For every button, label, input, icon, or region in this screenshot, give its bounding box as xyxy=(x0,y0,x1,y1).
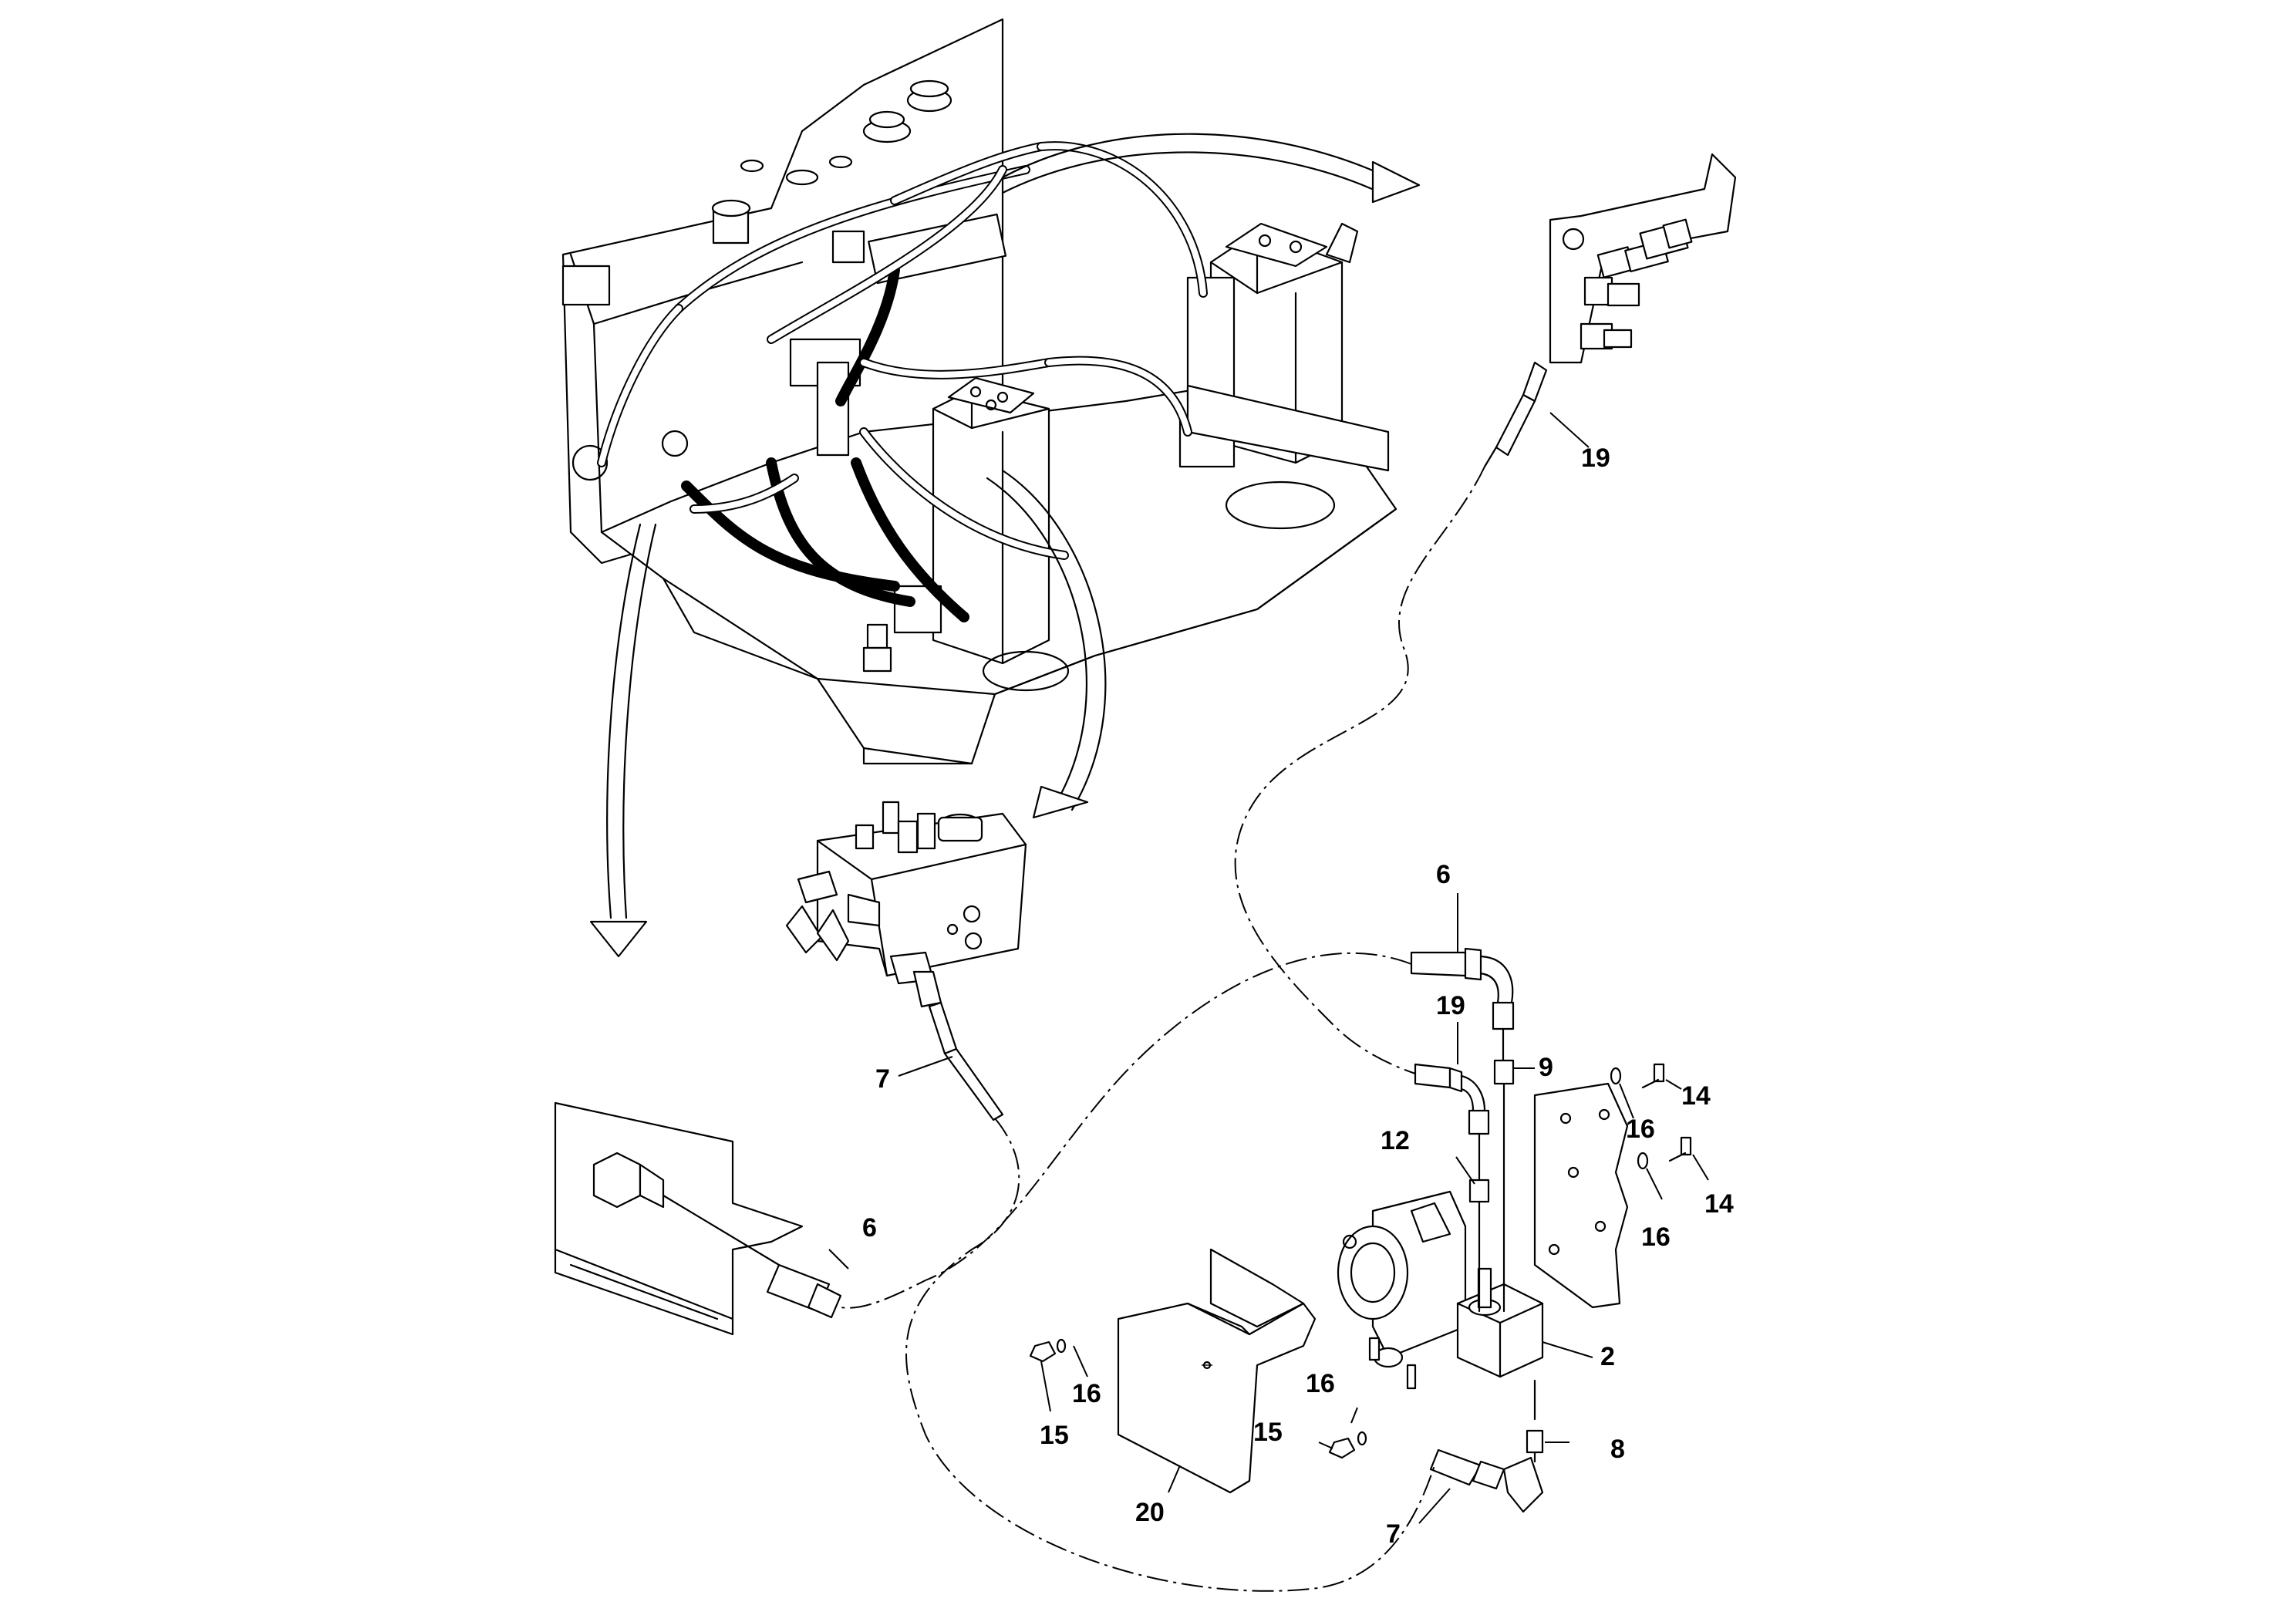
callout-14-b: 14 xyxy=(1704,1189,1734,1219)
bulkhead-plate xyxy=(554,1101,849,1336)
main-frame-assembly xyxy=(561,18,1397,765)
hose-routing-lines xyxy=(840,466,1485,1592)
callout-16-b: 16 xyxy=(1641,1222,1671,1252)
hydraulic-pump-icon xyxy=(1337,1190,1544,1390)
callout-12: 12 xyxy=(1381,1126,1410,1155)
bulkhead-bracket xyxy=(1483,153,1737,468)
callout-20: 20 xyxy=(1135,1498,1165,1527)
callout-8: 8 xyxy=(1610,1435,1625,1464)
guard-plate-icon xyxy=(1117,1248,1317,1494)
callout-16-c: 16 xyxy=(1072,1379,1101,1408)
callout-7-left: 7 xyxy=(875,1064,890,1094)
callout-16-d: 16 xyxy=(1306,1369,1335,1398)
bulkhead-connector-icon xyxy=(1580,218,1693,350)
callout-16-a: 16 xyxy=(1626,1114,1655,1144)
tank-cap-icon xyxy=(711,79,952,244)
flow-arrows xyxy=(589,133,1421,958)
pump-group xyxy=(1029,947,1692,1513)
valve-block-icon xyxy=(785,801,1027,1121)
leader-lines xyxy=(1040,893,1709,1524)
callout-9: 9 xyxy=(1539,1053,1553,1082)
bolt-icon xyxy=(1029,1063,1692,1459)
callout-6-left: 6 xyxy=(862,1213,877,1243)
callout-19-top: 19 xyxy=(1581,443,1610,473)
callout-7-bottom: 7 xyxy=(1386,1519,1401,1549)
callout-15-b: 15 xyxy=(1253,1418,1283,1447)
callout-19-mid: 19 xyxy=(1436,991,1465,1020)
callout-6-top: 6 xyxy=(1436,860,1451,889)
callout-labels: 19 6 19 9 14 16 12 14 16 7 6 2 16 16 15 … xyxy=(862,443,1734,1549)
callout-2: 2 xyxy=(1600,1342,1615,1371)
callout-15-a: 15 xyxy=(1040,1421,1069,1450)
callout-14-a: 14 xyxy=(1681,1081,1711,1111)
